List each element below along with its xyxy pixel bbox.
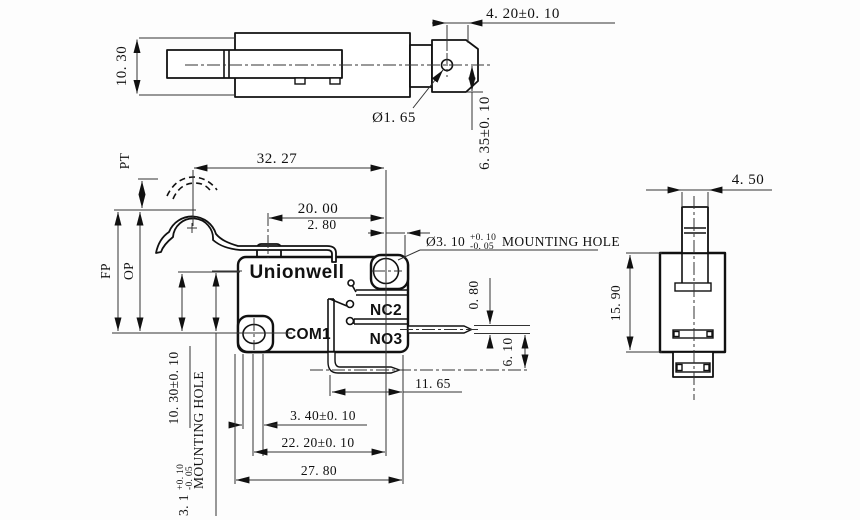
mounting-boss-top-right <box>369 253 410 291</box>
top-view-stem <box>409 44 433 88</box>
brand-logo: Unionwell <box>249 262 344 283</box>
side-view-dimensions: 4. 50 15. 90 <box>608 172 772 400</box>
dim-pin-gap: 6. 10 <box>500 338 515 367</box>
dim-pretravel: PT <box>117 152 132 169</box>
top-view-part <box>166 32 479 98</box>
label-left-mounting-hole: MOUNTING HOLE <box>191 371 206 489</box>
dim-left-hole-dia-group: 3. 1 +0. 10 -0. 05 <box>176 464 195 516</box>
com-terminal-pin <box>327 351 402 374</box>
top-view-notch <box>329 77 341 85</box>
dim-plunger-to-hole: 20. 00 <box>298 201 339 217</box>
contact-point <box>347 279 355 287</box>
dim-pin-hole-dia: Ø1. 65 <box>372 110 416 126</box>
dim-left-hole-width: 3. 40±0. 10 <box>290 408 356 423</box>
dim-free-position: FP <box>98 263 113 279</box>
mounting-boss-bottom-left <box>236 314 275 354</box>
front-view-dimensions: 32. 27 20. 00 2. 80 Ø3. 10 +0. 10 -0. 05… <box>98 151 620 516</box>
terminal-label-com: COM1 <box>285 326 331 343</box>
callout-tol-plus: +0. 10 <box>470 233 496 243</box>
lever-group <box>155 176 337 263</box>
dim-hole-vertical-spacing: 10. 30±0. 10 <box>166 352 181 425</box>
top-view-dimensions: 10. 30 4. 20±0. 10 6. 35±0. 10 Ø1. 65 <box>114 6 615 170</box>
dim-top-body-height: 10. 30 <box>114 46 130 87</box>
side-tab-upper <box>674 282 712 292</box>
dim-hole-spacing: 22. 20±0. 10 <box>282 435 355 450</box>
top-view-lever-strip <box>166 49 343 79</box>
dim-pin-thickness: 0. 80 <box>466 281 481 310</box>
callout-tol-minus: -0. 05 <box>470 242 494 252</box>
side-view: 4. 50 15. 90 <box>608 172 772 400</box>
dim-pin-hole-offset: 6. 35±0. 10 <box>477 96 493 170</box>
dim-operating-position: OP <box>121 262 136 280</box>
lever-released-position-inner <box>172 182 213 200</box>
callout-mounting-hole-label: MOUNTING HOLE <box>502 234 620 249</box>
simulated-roller-lever <box>155 215 337 263</box>
top-view-end-cap <box>431 39 479 93</box>
side-plunger <box>681 206 709 254</box>
side-tab-lower <box>672 329 714 339</box>
callout-mounting-hole-dia: Ø3. 10 <box>426 234 465 249</box>
dim-side-plunger-width: 4. 50 <box>732 172 765 188</box>
dim-left-hole-dia: 3. 1 <box>176 494 191 516</box>
lever-released-position-outer <box>166 176 218 197</box>
dim-side-body-height: 15. 90 <box>608 285 623 321</box>
dim-body-width: 27. 80 <box>301 463 337 478</box>
leader-mounting-hole <box>397 249 421 261</box>
dim-com-pin-length: 11. 65 <box>415 376 451 391</box>
side-view-part <box>658 206 727 378</box>
dim-hole-to-edge: 2. 80 <box>308 217 337 232</box>
front-view-part: Unionwell COM1 NC2 NO3 <box>236 243 474 374</box>
dim-pin-tip-width: 4. 20±0. 10 <box>486 6 560 22</box>
dim-lever-to-hole: 32. 27 <box>257 151 298 167</box>
dim-left-hole-tol-plus: +0. 10 <box>176 464 186 490</box>
switch-body <box>236 255 410 354</box>
side-bottom-slot <box>675 362 711 373</box>
dim-left-hole-tol-minus: -0. 05 <box>185 466 195 490</box>
top-view: 10. 30 4. 20±0. 10 6. 35±0. 10 Ø1. 65 <box>114 6 615 170</box>
leader-terminal-hole <box>412 69 444 109</box>
contact-point <box>345 299 355 309</box>
front-view: Unionwell COM1 NC2 NO3 32. 27 20. 00 <box>98 151 620 516</box>
com-contact-arm <box>329 298 348 307</box>
top-view-notch <box>294 77 306 85</box>
